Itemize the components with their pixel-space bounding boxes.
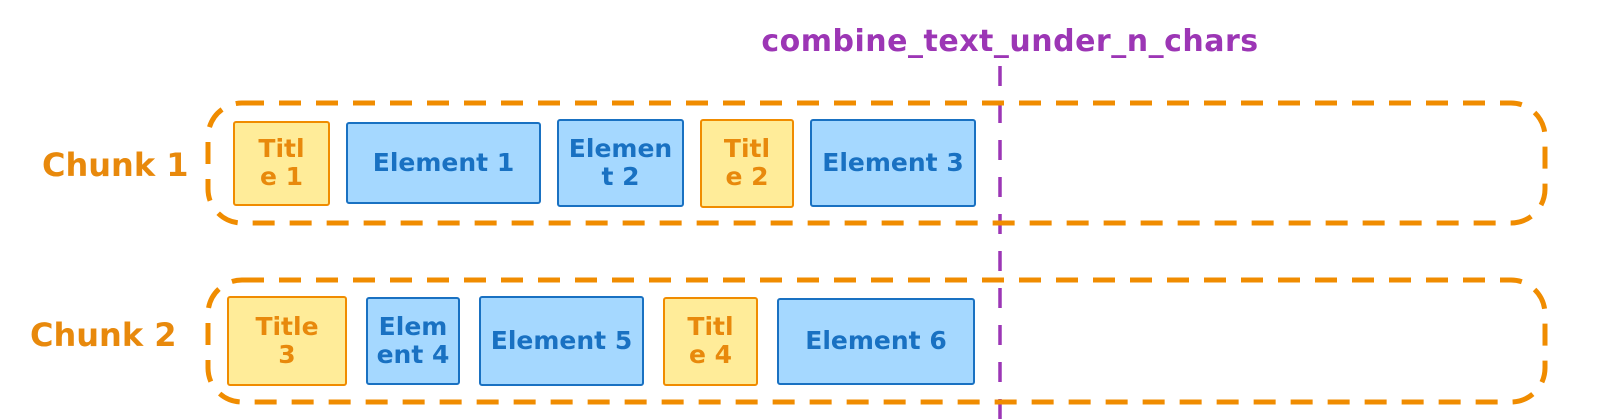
chunk-2-container: Title 3 Element 4 Element 5 Title 4 Elem…	[205, 277, 1548, 405]
chunk-1-items: Title 1 Element 1 Element 2 Title 2 Elem…	[205, 100, 1548, 226]
chunk-1-container: Title 1 Element 1 Element 2 Title 2 Elem…	[205, 100, 1548, 226]
combine-text-under-n-chars-title: combine_text_under_n_chars	[761, 24, 1259, 59]
title-2-box: Title 2	[700, 118, 794, 208]
title-4-box: Title 4	[663, 296, 758, 386]
element-3-box: Element 3	[810, 119, 976, 207]
chunk-1-label: Chunk 1	[42, 146, 189, 184]
title-3-box: Title 3	[227, 296, 347, 386]
element-2-box: Element 2	[557, 119, 684, 207]
chunk-2-label: Chunk 2	[30, 316, 177, 354]
element-4-box: Element 4	[366, 297, 460, 385]
chunk-2-items: Title 3 Element 4 Element 5 Title 4 Elem…	[205, 277, 1548, 405]
element-1-box: Element 1	[346, 122, 541, 204]
element-6-box: Element 6	[777, 297, 975, 385]
element-5-box: Element 5	[479, 296, 644, 386]
chunk-2-dashed-outline	[205, 277, 1548, 405]
title-1-box: Title 1	[233, 120, 330, 206]
chunk-1-dashed-outline	[205, 100, 1548, 226]
